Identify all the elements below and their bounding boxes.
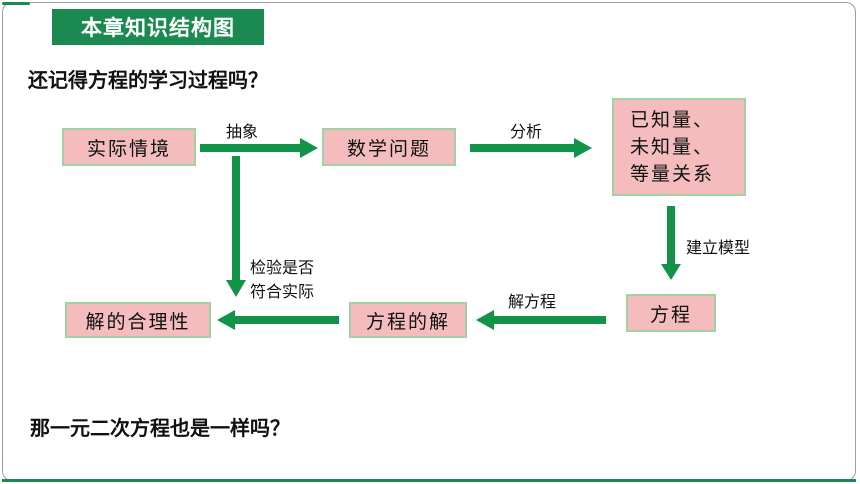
node-knowns-line-3: 等量关系 (630, 162, 715, 185)
arrow-check-head (226, 280, 246, 297)
label-analyze: 分析 (510, 122, 543, 141)
arrow-to-reasonableness-head (217, 310, 235, 330)
node-equation: 方程 (626, 294, 716, 332)
arrow-analyze (470, 144, 574, 152)
arrow-build-model-head (661, 264, 681, 280)
node-knowns: 已知量、 未知量、 等量关系 (612, 98, 746, 196)
question-review: 还记得方程的学习过程吗？ (28, 68, 268, 92)
node-knowns-line-2: 未知量、 (630, 135, 715, 158)
node-equation-solution: 方程的解 (349, 302, 467, 338)
label-check-line-2: 符合实际 (250, 282, 315, 301)
arrow-build-model (667, 206, 675, 266)
arrow-abstract-head (300, 138, 318, 158)
arrow-analyze-head (574, 138, 592, 158)
top-accent-bar (2, 2, 30, 5)
arrow-check (232, 156, 240, 282)
question-quadratic: 那一元二次方程也是一样吗？ (30, 416, 290, 440)
node-knowns-line-1: 已知量、 (630, 108, 715, 131)
page-title: 本章知识结构图 (52, 9, 264, 45)
label-build-model: 建立模型 (686, 238, 751, 257)
label-check: 检验是否 符合实际 (250, 256, 314, 304)
arrow-solve (494, 316, 606, 324)
node-math-problem: 数学问题 (322, 128, 456, 166)
label-check-line-1: 检验是否 (250, 258, 315, 277)
arrow-abstract (200, 144, 300, 152)
label-abstract: 抽象 (226, 122, 259, 141)
node-real-situation: 实际情境 (62, 128, 196, 166)
bottom-accent-line (2, 479, 856, 482)
arrow-solve-head (476, 310, 494, 330)
arrow-to-reasonableness (235, 316, 339, 324)
node-reasonableness: 解的合理性 (65, 302, 211, 338)
label-solve-equation: 解方程 (508, 292, 557, 311)
